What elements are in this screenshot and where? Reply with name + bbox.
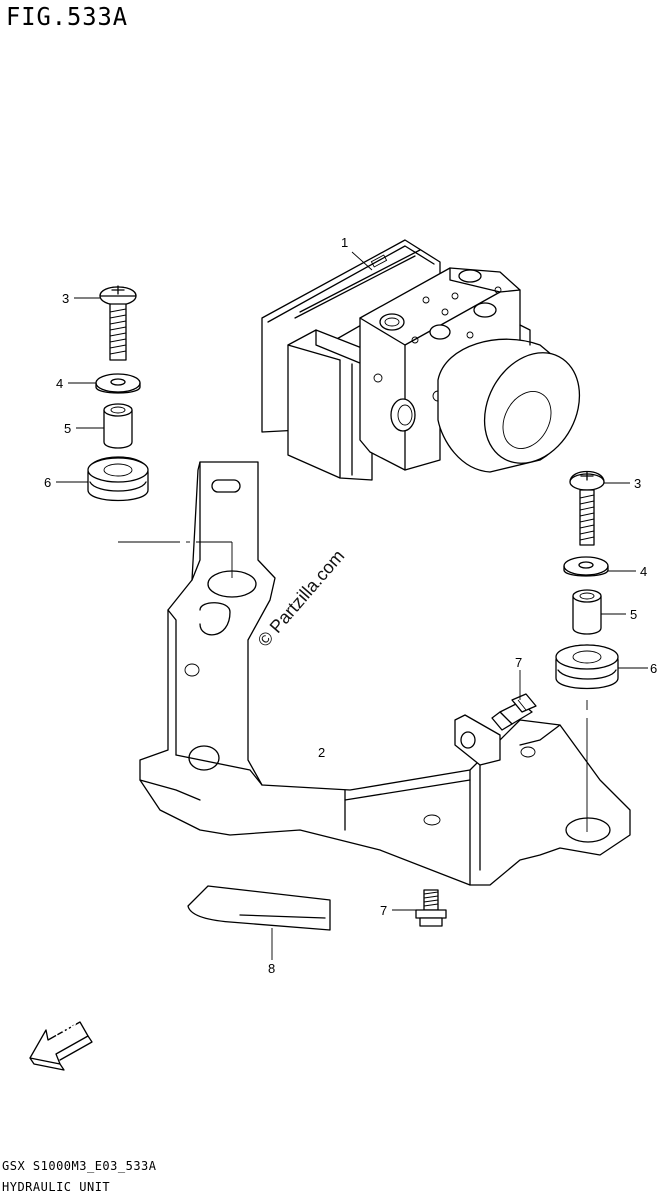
washer-part-4-right[interactable] [563, 556, 609, 577]
callout-5-right: 5 [630, 607, 638, 622]
callout-3-left: 3 [62, 291, 70, 306]
callout-4-left: 4 [56, 376, 64, 391]
washer-part-4-left[interactable] [95, 373, 141, 394]
plate-part-8[interactable] [187, 885, 331, 931]
bolt-part-7-upper[interactable] [491, 693, 537, 731]
bolt-part-3-right[interactable] [569, 470, 605, 546]
callout-3-right: 3 [634, 476, 642, 491]
grommet-part-6-right[interactable] [555, 644, 619, 690]
callout-4-right: 4 [640, 564, 648, 579]
footer-code: GSX S1000M3_E03_533A [2, 1159, 157, 1173]
callout-7-upper: 7 [515, 655, 523, 670]
footer-name: HYDRAULIC UNIT [2, 1180, 111, 1194]
callout-2: 2 [318, 745, 326, 760]
callout-6-left: 6 [44, 475, 52, 490]
bolt-part-7-lower[interactable] [415, 889, 447, 927]
figure-title: FIG.533A [6, 2, 129, 31]
callout-5-left: 5 [64, 421, 72, 436]
bolt-part-3-left[interactable] [99, 285, 137, 361]
collar-part-5-right[interactable] [572, 589, 602, 635]
hydraulic-unit-part-1[interactable] [261, 239, 598, 481]
callout-6-right: 6 [650, 661, 658, 676]
callout-7-lower: 7 [380, 903, 388, 918]
callout-8: 8 [268, 961, 276, 976]
grommet-part-6-left[interactable] [87, 456, 149, 502]
collar-part-5-left[interactable] [103, 403, 133, 449]
forward-arrow-icon [29, 1021, 93, 1071]
bracket-part-2[interactable] [139, 461, 631, 886]
callout-1: 1 [341, 235, 349, 250]
leader-lines [56, 251, 648, 960]
